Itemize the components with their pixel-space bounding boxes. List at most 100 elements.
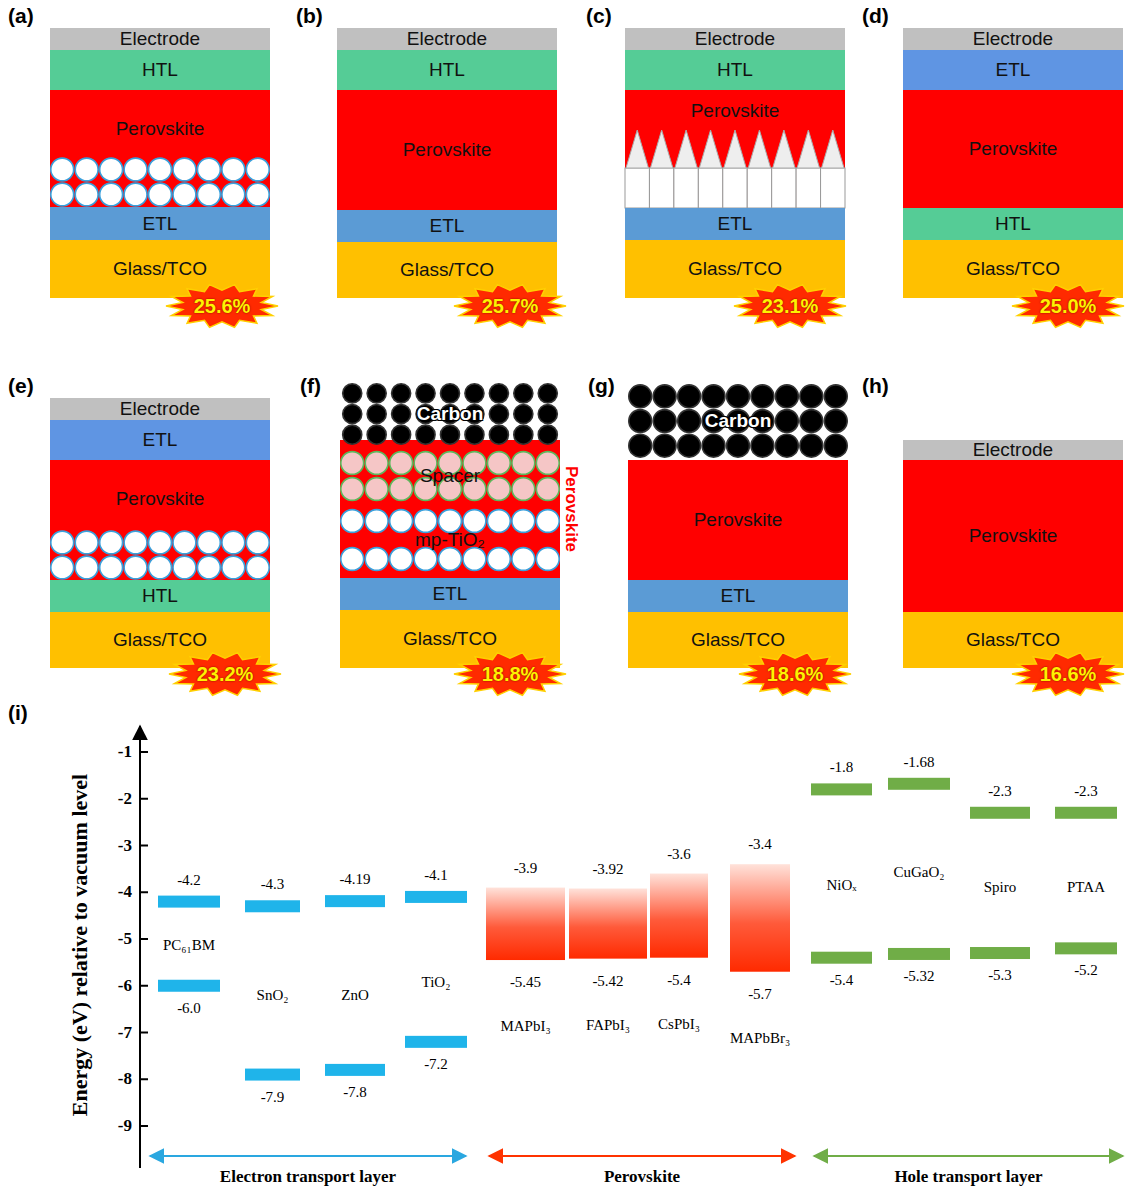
- tick-label: -6: [118, 976, 132, 996]
- electron-transport-layer: ETL: [50, 207, 270, 240]
- mesoporous-particle: [51, 556, 74, 579]
- panel-letter: (c): [586, 4, 612, 28]
- spacer-particle: [487, 452, 510, 475]
- layer-name: Carbon: [705, 410, 772, 432]
- mesoporous-particle: [100, 556, 123, 579]
- layer-name: Perovskite: [403, 139, 492, 161]
- efficiency-value: 25.7%: [482, 295, 539, 317]
- category-label: Perovskite: [604, 1167, 680, 1187]
- carbon-particle: [514, 404, 533, 423]
- carbon-particle: [440, 384, 459, 403]
- carbon-particle: [824, 410, 847, 433]
- scaffold-layer: Spacer: [340, 450, 560, 502]
- level-bar: [325, 895, 385, 907]
- energy-value: -6.0: [177, 999, 201, 1016]
- carbon-particle: [800, 434, 823, 457]
- axis-tick: [140, 1125, 148, 1127]
- mesoporous-particle: [439, 548, 462, 571]
- efficiency-badge: 23.1%: [734, 284, 846, 328]
- spacer-particle: [341, 452, 364, 475]
- layer-name: ETL: [996, 59, 1031, 81]
- carbon-particle: [392, 425, 411, 444]
- carbon-particle: [629, 410, 652, 433]
- category-label: Electron transport layer: [220, 1167, 396, 1187]
- spacer-particle: [512, 452, 535, 475]
- level-bar: [970, 807, 1030, 819]
- carbon-particle: [751, 434, 774, 457]
- level-bar: [811, 783, 872, 795]
- level-bar: [1055, 807, 1117, 819]
- carbon-particle: [343, 384, 362, 403]
- mesoporous-particle: [124, 158, 147, 181]
- layer-name: Electrode: [120, 28, 200, 50]
- level-bar: [405, 1036, 467, 1048]
- carbon-layer: Carbon: [340, 383, 560, 445]
- nanorod-base: [723, 168, 747, 208]
- mesoporous-particle: [100, 183, 123, 206]
- nanorod-base: [796, 168, 820, 208]
- efficiency-badge: 25.0%: [1012, 284, 1124, 328]
- mesoporous-particle: [149, 183, 172, 206]
- electron-transport-layer: ETL: [340, 578, 560, 610]
- efficiency-badge: 18.6%: [739, 652, 851, 696]
- hole-transport-layer: HTL: [50, 580, 270, 612]
- energy-value: -3.9: [514, 859, 538, 876]
- starburst: [1012, 285, 1124, 328]
- panel-letter: (b): [296, 4, 323, 28]
- band-box: [650, 874, 708, 958]
- electrode-layer: Electrode: [50, 28, 270, 50]
- perovskite-layer: Perovskite: [50, 460, 270, 580]
- material-name: MAPbI₃: [500, 1018, 550, 1035]
- spacer-particle: [390, 452, 413, 475]
- mesoporous-particle: [75, 531, 98, 554]
- layer-name: HTL: [429, 59, 465, 81]
- mesoporous-particle: [197, 556, 220, 579]
- efficiency-value: 25.0%: [1040, 295, 1097, 317]
- carbon-particle: [727, 385, 750, 408]
- carbon-particle: [538, 425, 557, 444]
- starburst: [454, 285, 566, 328]
- mesoporous-particle: [512, 510, 535, 533]
- energy-value: -2.3: [988, 782, 1012, 799]
- nanorod-base: [772, 168, 796, 208]
- efficiency-value: 23.1%: [762, 295, 819, 317]
- carbon-particle: [824, 385, 847, 408]
- layer-name: Perovskite: [691, 100, 780, 122]
- layer-name: Electrode: [695, 28, 775, 50]
- nanorod-tip: [675, 130, 697, 168]
- layer-name: Perovskite: [116, 118, 205, 140]
- energy-value: -4.2: [177, 871, 201, 888]
- layer-name: Glass/TCO: [400, 259, 494, 281]
- energy-value: -3.92: [592, 860, 623, 877]
- material-name: SnO₂: [257, 987, 289, 1004]
- y-axis: [139, 726, 141, 1168]
- energy-value: -7.8: [343, 1083, 367, 1100]
- layer-name: ETL: [143, 429, 178, 451]
- nanorod-tip: [650, 130, 672, 168]
- tick-label: -8: [118, 1069, 132, 1089]
- tick-label: -4: [118, 882, 132, 902]
- nanorod-tip: [626, 130, 648, 168]
- carbon-layer: Carbon: [628, 384, 848, 458]
- axis-tick: [140, 1032, 148, 1034]
- starburst: [1012, 653, 1124, 696]
- scaffold-layer: mp-TiO₂: [340, 502, 560, 578]
- mesoporous-particle: [365, 510, 388, 533]
- substrate-layer: Glass/TCO: [625, 240, 845, 298]
- mesoporous-particle: [51, 183, 74, 206]
- mesoporous-particle: [173, 556, 196, 579]
- layer-name: Perovskite: [694, 509, 783, 531]
- nanorod-tip: [797, 130, 819, 168]
- efficiency-badge: 16.6%: [1012, 652, 1124, 696]
- starburst: [166, 285, 278, 328]
- carbon-particle: [653, 385, 676, 408]
- carbon-particle: [629, 434, 652, 457]
- band-box: [569, 889, 647, 959]
- layer-name: Glass/TCO: [966, 258, 1060, 280]
- carbon-particle: [392, 384, 411, 403]
- electrode-layer: Electrode: [903, 440, 1123, 460]
- mesoporous-particle: [197, 531, 220, 554]
- electron-transport-layer: ETL: [628, 580, 848, 612]
- hole-transport-layer: HTL: [625, 50, 845, 90]
